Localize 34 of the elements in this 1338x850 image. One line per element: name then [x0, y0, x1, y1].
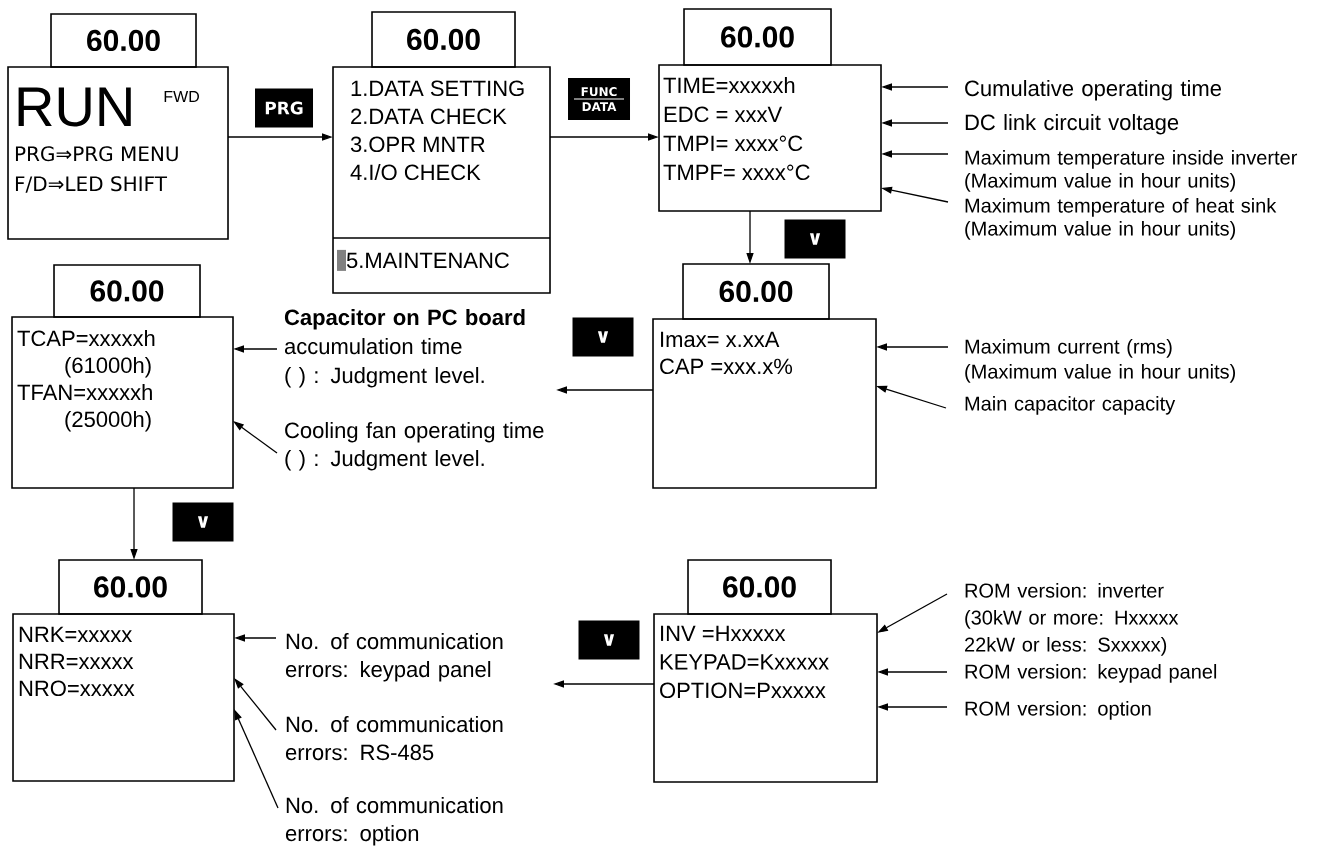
- display-box: 60.00: [53, 264, 201, 318]
- annotation-text: ROM version: keypad panel: [965, 664, 1217, 683]
- display-box: 60.00: [371, 11, 516, 68]
- key-button: PRG: [255, 88, 313, 128]
- screen-box: TCAP=xxxxxh (61000h) TFAN=xxxxxh (25000h): [11, 316, 234, 489]
- annotation-text: Maximum temperature inside inverter (Maximum value in hour units): [965, 150, 1298, 192]
- display-box: 60.00: [682, 263, 830, 320]
- screen-box: 1.DATA SETTING 2.DATA CHECK 3.OPR MNTR 4.I/O CHECK 5.MAINTENANC: [332, 66, 551, 294]
- key-button: FUNC DATA: [568, 78, 630, 120]
- annotation-text: No. of communication errors: RS-485: [285, 716, 503, 761]
- annotation-text: Cumulative operating time: [965, 80, 1221, 101]
- annotation-text: No. of communication errors: option: [285, 797, 503, 846]
- key-button: ∨: [572, 317, 634, 357]
- screen-box: INV =Hxxxxx KEYPAD=Kxxxxx OPTION=Pxxxxx: [653, 613, 878, 783]
- annotation-text: Maximum temperature of heat sink (Maximum value in hour units): [965, 198, 1277, 240]
- annotation-text: ROM version: option: [965, 701, 1151, 720]
- screen-box: TIME=xxxxxh EDC = xxxV TMPI= xxxx°C TMPF= xxxx°C: [658, 64, 882, 212]
- key-button: ∨: [172, 502, 234, 542]
- annotation-text: Maximum current (rms) (Maximum value in hour units): [965, 339, 1236, 383]
- display-box: 60.00: [687, 559, 832, 615]
- display-box: 60.00: [683, 8, 832, 66]
- key-button: ∨: [578, 620, 640, 660]
- annotation-text: Main capacitor capacity: [965, 396, 1176, 415]
- annotation-text: DC link circuit voltage: [965, 114, 1179, 135]
- key-button: ∨: [784, 219, 846, 259]
- display-box: 60.00: [50, 13, 197, 68]
- screen-box: RUN FWD PRG⇒PRG MENU F/D⇒LED SHIFT: [7, 66, 229, 240]
- annotation-text: Cooling fan operating time ( ) : Judgment level.: [285, 422, 544, 471]
- annotation-text: ROM version: inverter (30kW or more: Hxxxxx 22kW or less: Sxxxxx): [965, 583, 1179, 656]
- screen-box: NRK=xxxxx NRR=xxxxx NRO=xxxxx: [12, 613, 235, 782]
- display-box: 60.00: [58, 559, 203, 615]
- annotation-text: Capacitor on PC board accumulation time ( ) : Judgment level.: [284, 309, 525, 388]
- screen-box: Imax= x.xxA CAP =xxx.x%: [652, 318, 877, 489]
- annotation-text: No. of communication errors: keypad panel: [285, 633, 503, 682]
